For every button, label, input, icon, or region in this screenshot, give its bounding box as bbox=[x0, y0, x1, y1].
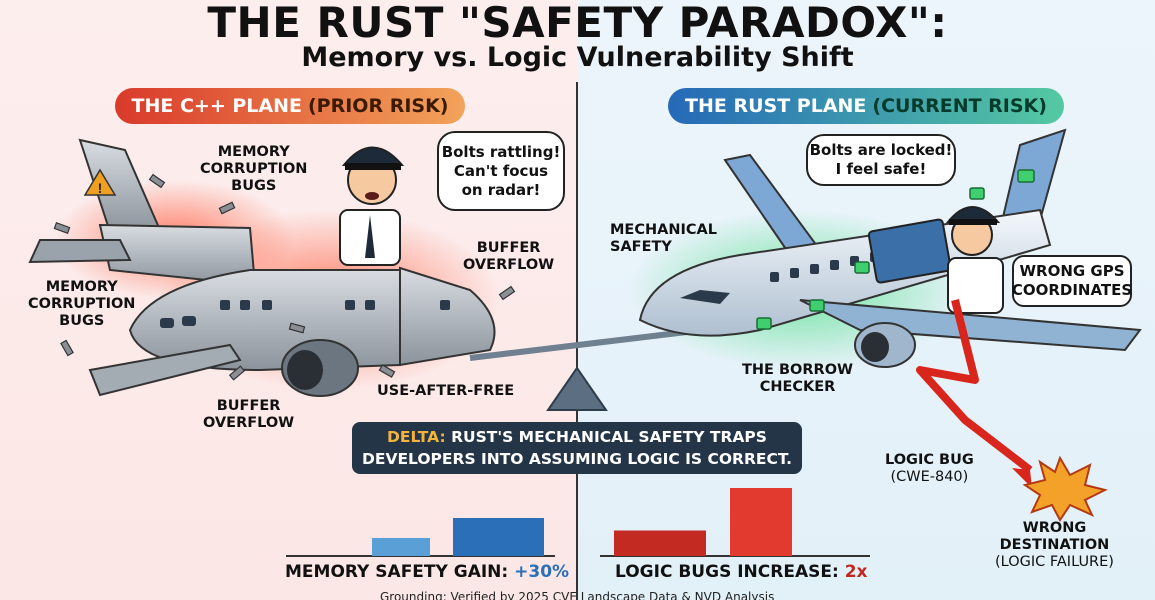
memory-safety-stat: MEMORY SAFETY GAIN: +30% bbox=[285, 562, 569, 582]
memory-bar-after bbox=[453, 518, 544, 556]
svg-text:!: ! bbox=[98, 180, 103, 196]
seesaw-fulcrum bbox=[546, 366, 608, 411]
logic-bugs-stat: LOGIC BUGS INCREASE: 2x bbox=[615, 562, 868, 582]
center-divider bbox=[576, 82, 578, 600]
label-logic-bug: LOGIC BUG (CWE-840) bbox=[885, 452, 974, 485]
logic-bar-before bbox=[614, 530, 706, 556]
cpp-pilot bbox=[339, 146, 405, 266]
gps-screen bbox=[867, 218, 952, 284]
delta-line2: DEVELOPERS INTO ASSUMING LOGIC IS CORREC… bbox=[362, 450, 792, 468]
rust-safe-plane bbox=[630, 128, 1142, 522]
label-cwe: (CWE-840) bbox=[890, 469, 969, 485]
cpp-badge-highlight: (PRIOR RISK) bbox=[307, 95, 449, 117]
warning-icon bbox=[83, 168, 117, 196]
logic-stat-label: LOGIC BUGS INCREASE: bbox=[615, 562, 839, 582]
memory-stat-label: MEMORY SAFETY GAIN: bbox=[285, 562, 509, 582]
page-subtitle: Memory vs. Logic Vulnerability Shift bbox=[301, 42, 854, 73]
delta-callout: DELTA: RUST'S MECHANICAL SAFETY TRAPS DE… bbox=[352, 422, 802, 474]
label-use-after-free: USE-AFTER-FREE bbox=[377, 383, 515, 399]
page-title: THE RUST "SAFETY PARADOX": bbox=[207, 0, 948, 47]
logic-bug-arrow bbox=[916, 299, 1033, 474]
rust-badge-main: THE RUST PLANE bbox=[685, 95, 867, 117]
grounding-footer: Grounding: Verified by 2025 CVE Landscap… bbox=[380, 590, 775, 600]
memory-stat-value: +30% bbox=[514, 562, 570, 582]
cpp-broken-plane: ! bbox=[28, 138, 516, 397]
logic-stat-value: 2x bbox=[844, 562, 868, 582]
cpp-badge-main: THE C++ PLANE bbox=[131, 95, 302, 117]
rust-pilot bbox=[945, 206, 1004, 314]
delta-line1: RUST'S MECHANICAL SAFETY TRAPS bbox=[451, 428, 767, 446]
label-logic-failure: (LOGIC FAILURE) bbox=[995, 554, 1114, 570]
cpp-plane-badge: THE C++ PLANE (PRIOR RISK) bbox=[115, 88, 465, 124]
rust-badge-highlight: (CURRENT RISK) bbox=[872, 95, 1047, 117]
rust-plane-badge: THE RUST PLANE (CURRENT RISK) bbox=[668, 88, 1064, 124]
delta-label: DELTA: bbox=[387, 428, 446, 446]
logic-bar-after bbox=[730, 488, 792, 556]
rust-speech-bubble: Bolts are locked!I feel safe! bbox=[806, 134, 956, 186]
crash-burst-icon bbox=[1022, 455, 1108, 522]
memory-bar-before bbox=[372, 538, 430, 556]
